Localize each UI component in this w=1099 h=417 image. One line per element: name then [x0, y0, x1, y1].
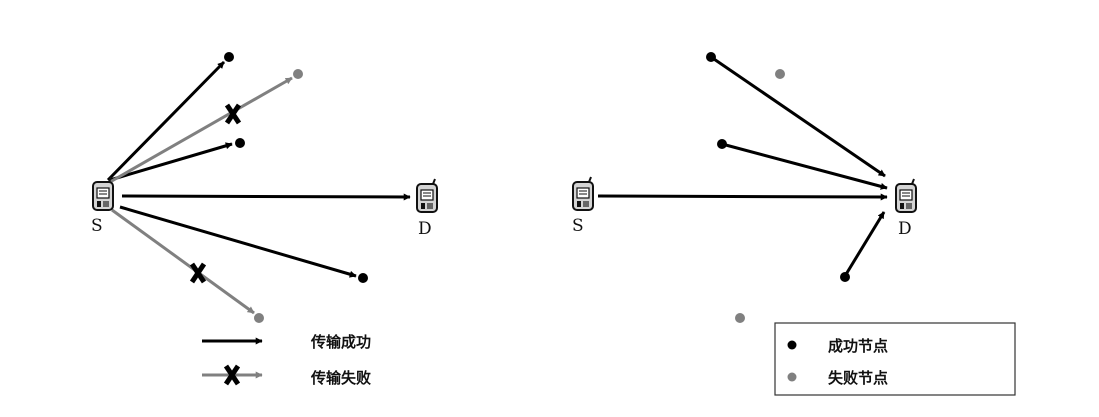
mobile-device-icon: [92, 176, 114, 211]
success-arrow-4: [843, 211, 886, 277]
left-panel: S D 传输成功 传输失败: [91, 52, 438, 387]
x-mark-icon: [192, 264, 204, 282]
legend-failure-dot: [787, 372, 797, 382]
legend-failure-node-label: 失败节点: [828, 369, 888, 387]
success-arrow-1: [710, 55, 886, 178]
success-node: [717, 139, 727, 149]
left-legend: 传输成功 传输失败: [202, 333, 371, 387]
success-arrow-2: [109, 142, 233, 182]
success-node: [358, 273, 368, 283]
failure-arrow-2: [111, 208, 255, 315]
success-arrow-4: [119, 205, 357, 278]
source-label: S: [91, 216, 103, 236]
legend-success-dot: [787, 340, 797, 350]
mobile-device-icon: [572, 176, 594, 211]
legend-box: [774, 322, 1016, 396]
success-arrow-2: [721, 142, 888, 190]
failure-node: [735, 313, 745, 323]
success-node: [840, 272, 850, 282]
right-panel: S D 成功节点 失败节点: [572, 52, 1016, 396]
success-arrow-3: [121, 193, 411, 201]
success-node: [706, 52, 716, 62]
destination-label: D: [898, 219, 912, 239]
legend-success-node-label: 成功节点: [828, 337, 888, 355]
failure-arrow-1: [109, 76, 293, 184]
source-label: S: [572, 216, 584, 236]
failure-node: [293, 69, 303, 79]
mobile-device-icon: [416, 178, 438, 213]
legend-success-label: 传输成功: [310, 333, 371, 351]
legend-failure-label: 传输失败: [310, 369, 371, 387]
failure-node: [254, 313, 264, 323]
success-node: [224, 52, 234, 62]
success-arrow-3: [597, 193, 888, 201]
mobile-device-icon: [895, 178, 917, 213]
destination-label: D: [418, 219, 432, 239]
right-legend: 成功节点 失败节点: [774, 322, 1016, 396]
success-node: [235, 138, 245, 148]
failure-node: [775, 69, 785, 79]
success-arrow-1: [106, 60, 226, 182]
